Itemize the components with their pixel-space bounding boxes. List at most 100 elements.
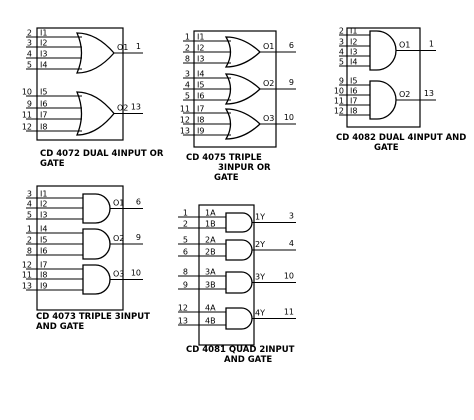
and-gate-symbol [225,271,253,294]
input-label: I6 [197,92,204,101]
input-label: 1B [205,220,216,229]
input-pin-number: 8 [27,247,32,256]
input-pin-number: 5 [183,236,188,245]
input-pin-number: 3 [339,38,344,47]
output-label: O1 [117,43,128,52]
input-pin-number: 12 [334,107,344,116]
cd4073-caption-line: CD 4073 TRIPLE 3INPUT [36,312,150,322]
cd4072-chip-outline [36,27,124,141]
input-pin-number: 5 [339,58,344,67]
input-pin-number: 1 [27,225,32,234]
input-pin-number: 8 [183,268,188,277]
input-label: I6 [350,87,357,96]
input-label: I4 [197,70,204,79]
input-label: I8 [197,116,204,125]
input-pin-number: 11 [22,111,32,120]
output-pin-number: 1 [429,40,434,49]
input-label: I8 [40,123,47,132]
and-gate-symbol [82,228,111,260]
input-pin-number: 2 [185,44,190,53]
or-gate-symbol [224,108,261,140]
input-pin-number: 9 [339,77,344,86]
cd4072-caption-line: GATE [40,159,65,169]
output-pin-number: 10 [284,113,294,122]
and-gate-symbol [225,212,253,233]
output-label: O2 [117,104,128,113]
or-gate-symbol [224,36,261,68]
output-label: 2Y [255,240,265,249]
input-label: I8 [350,107,357,116]
input-pin-number: 11 [180,105,190,114]
or-gate-symbol [75,32,115,74]
input-label: I3 [40,211,47,220]
input-pin-number: 4 [27,50,32,59]
output-label: O3 [113,270,124,279]
and-gate-symbol [82,193,111,224]
input-label: I2 [40,39,47,48]
cd4081-caption-line: AND GATE [224,355,272,365]
input-pin-number: 4 [185,81,190,90]
output-label: O1 [399,41,410,50]
output-pin-number: 6 [136,198,141,207]
input-pin-number: 3 [185,70,190,79]
input-label: I4 [350,58,357,67]
input-label: 2A [205,236,216,245]
input-label: 1A [205,209,216,218]
cd4081-chip-outline [198,204,255,346]
input-pin-number: 2 [27,236,32,245]
output-pin-number: 3 [289,212,294,221]
output-label: 3Y [255,273,265,282]
input-label: I6 [40,247,47,256]
input-label: I5 [350,77,357,86]
input-label: I2 [350,38,357,47]
cd4073-caption-line: AND GATE [36,322,84,332]
input-pin-number: 2 [183,220,188,229]
cd4082-chip-outline [346,27,421,128]
output-pin-number: 9 [136,233,141,242]
input-label: I5 [197,81,204,90]
input-label: 4B [205,317,216,326]
input-label: I3 [350,48,357,57]
input-label: I9 [40,282,47,291]
input-label: I1 [197,33,204,42]
input-pin-number: 13 [180,127,190,136]
input-pin-number: 3 [27,190,32,199]
input-label: I2 [197,44,204,53]
cd4081-caption-line: CD 4081 QUAD 2INPUT [186,345,295,355]
output-label: O1 [113,199,124,208]
output-pin-number: 1 [136,42,141,51]
input-pin-number: 2 [339,27,344,36]
output-label: O2 [263,79,274,88]
input-pin-number: 12 [22,261,32,270]
input-label: I4 [40,61,47,70]
input-pin-number: 12 [178,304,188,313]
or-gate-symbol [76,91,115,136]
and-gate-symbol [82,264,111,295]
and-gate-symbol [369,80,397,120]
output-pin-number: 10 [131,269,141,278]
input-label: 3A [205,268,216,277]
input-label: 2B [205,248,216,257]
input-label: I1 [40,190,47,199]
input-pin-number: 11 [22,271,32,280]
input-pin-number: 4 [27,200,32,209]
input-pin-number: 8 [185,55,190,64]
output-pin-number: 13 [131,103,141,112]
cd4082-caption-line: CD 4082 DUAL 4INPUT AND [336,133,466,143]
cd4075-caption-line: CD 4075 TRIPLE [186,153,262,163]
input-pin-number: 12 [22,123,32,132]
and-gate-symbol [369,30,397,71]
